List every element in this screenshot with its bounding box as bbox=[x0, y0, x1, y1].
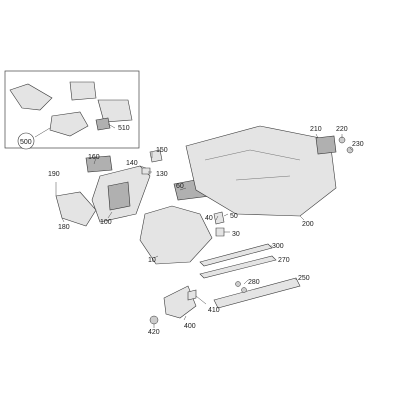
lower-left-parts bbox=[149, 285, 197, 325]
callout-510: 510 bbox=[118, 125, 130, 132]
callout-150: 150 bbox=[156, 147, 168, 154]
callout-210: 210 bbox=[310, 126, 322, 133]
callout-420: 420 bbox=[148, 329, 160, 336]
callout-500: 500 bbox=[20, 139, 32, 146]
callout-30: 30 bbox=[232, 231, 240, 238]
callout-200: 200 bbox=[302, 221, 314, 228]
callout-180: 180 bbox=[58, 224, 70, 231]
callout-230: 230 bbox=[352, 141, 364, 148]
callout-400: 400 bbox=[184, 323, 196, 330]
callout-410: 410 bbox=[208, 307, 220, 314]
callout-140: 140 bbox=[126, 160, 138, 167]
callout-190: 190 bbox=[48, 171, 60, 178]
callout-60: 60 bbox=[176, 183, 184, 190]
callout-130: 130 bbox=[156, 171, 168, 178]
callout-500-circle bbox=[17, 132, 35, 150]
callout-250: 250 bbox=[298, 275, 310, 282]
left-footwell-parts bbox=[55, 149, 163, 227]
callout-270: 270 bbox=[278, 257, 290, 264]
callout-labels: 500 510 160 140 150 130 190 180 100 60 4… bbox=[17, 125, 364, 336]
callout-300: 300 bbox=[272, 243, 284, 250]
callout-280: 280 bbox=[248, 279, 260, 286]
callout-100: 100 bbox=[100, 219, 112, 226]
callout-10: 10 bbox=[148, 257, 156, 264]
callout-40: 40 bbox=[205, 215, 213, 222]
sill-trim-parts bbox=[199, 243, 301, 309]
callout-50: 50 bbox=[230, 213, 238, 220]
main-carpet-assembly bbox=[185, 125, 354, 217]
leader-lines bbox=[34, 127, 353, 328]
callout-160: 160 bbox=[88, 154, 100, 161]
callout-220: 220 bbox=[336, 126, 348, 133]
